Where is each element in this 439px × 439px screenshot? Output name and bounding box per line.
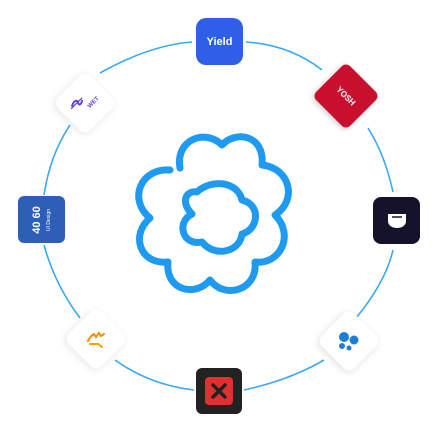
wet-label: WET bbox=[87, 96, 101, 110]
ring-arc-left-lower bbox=[43, 244, 81, 319]
app-tile-yield[interactable]: Yield bbox=[196, 18, 243, 65]
dots-cluster-icon bbox=[339, 332, 359, 351]
diamond-brand-icon: YOSH bbox=[334, 84, 358, 108]
ring-arc-top-left bbox=[99, 41, 193, 74]
interlocking-loops-icon bbox=[135, 133, 292, 294]
purple-script-icon bbox=[70, 97, 84, 110]
app-tile-dark-square[interactable] bbox=[373, 197, 420, 244]
ring-arc-right bbox=[367, 127, 394, 193]
app-tile-wet[interactable]: WET bbox=[52, 70, 118, 136]
orange-hand-icon bbox=[87, 331, 105, 348]
ring-arc-bottom-left bbox=[114, 359, 195, 391]
app-tile-40-60[interactable]: 40 60 UI Design bbox=[18, 196, 65, 243]
shield-mark-icon bbox=[387, 213, 406, 228]
ring-arc-left bbox=[43, 124, 71, 196]
ring-arc-right-lower bbox=[349, 249, 394, 326]
app-tile-dots[interactable] bbox=[316, 308, 382, 374]
yield-icon: Yield bbox=[206, 35, 233, 48]
app-tile-red-x[interactable] bbox=[196, 368, 242, 414]
app-tile-hand[interactable] bbox=[63, 306, 129, 372]
ring-arc-top-right bbox=[245, 41, 323, 71]
40-60-sublabel: UI Design bbox=[46, 208, 53, 231]
ring-arc-bottom-right bbox=[243, 359, 325, 391]
x-cross-icon bbox=[205, 377, 233, 405]
40-60-badge-icon: 40 60 bbox=[30, 205, 43, 234]
